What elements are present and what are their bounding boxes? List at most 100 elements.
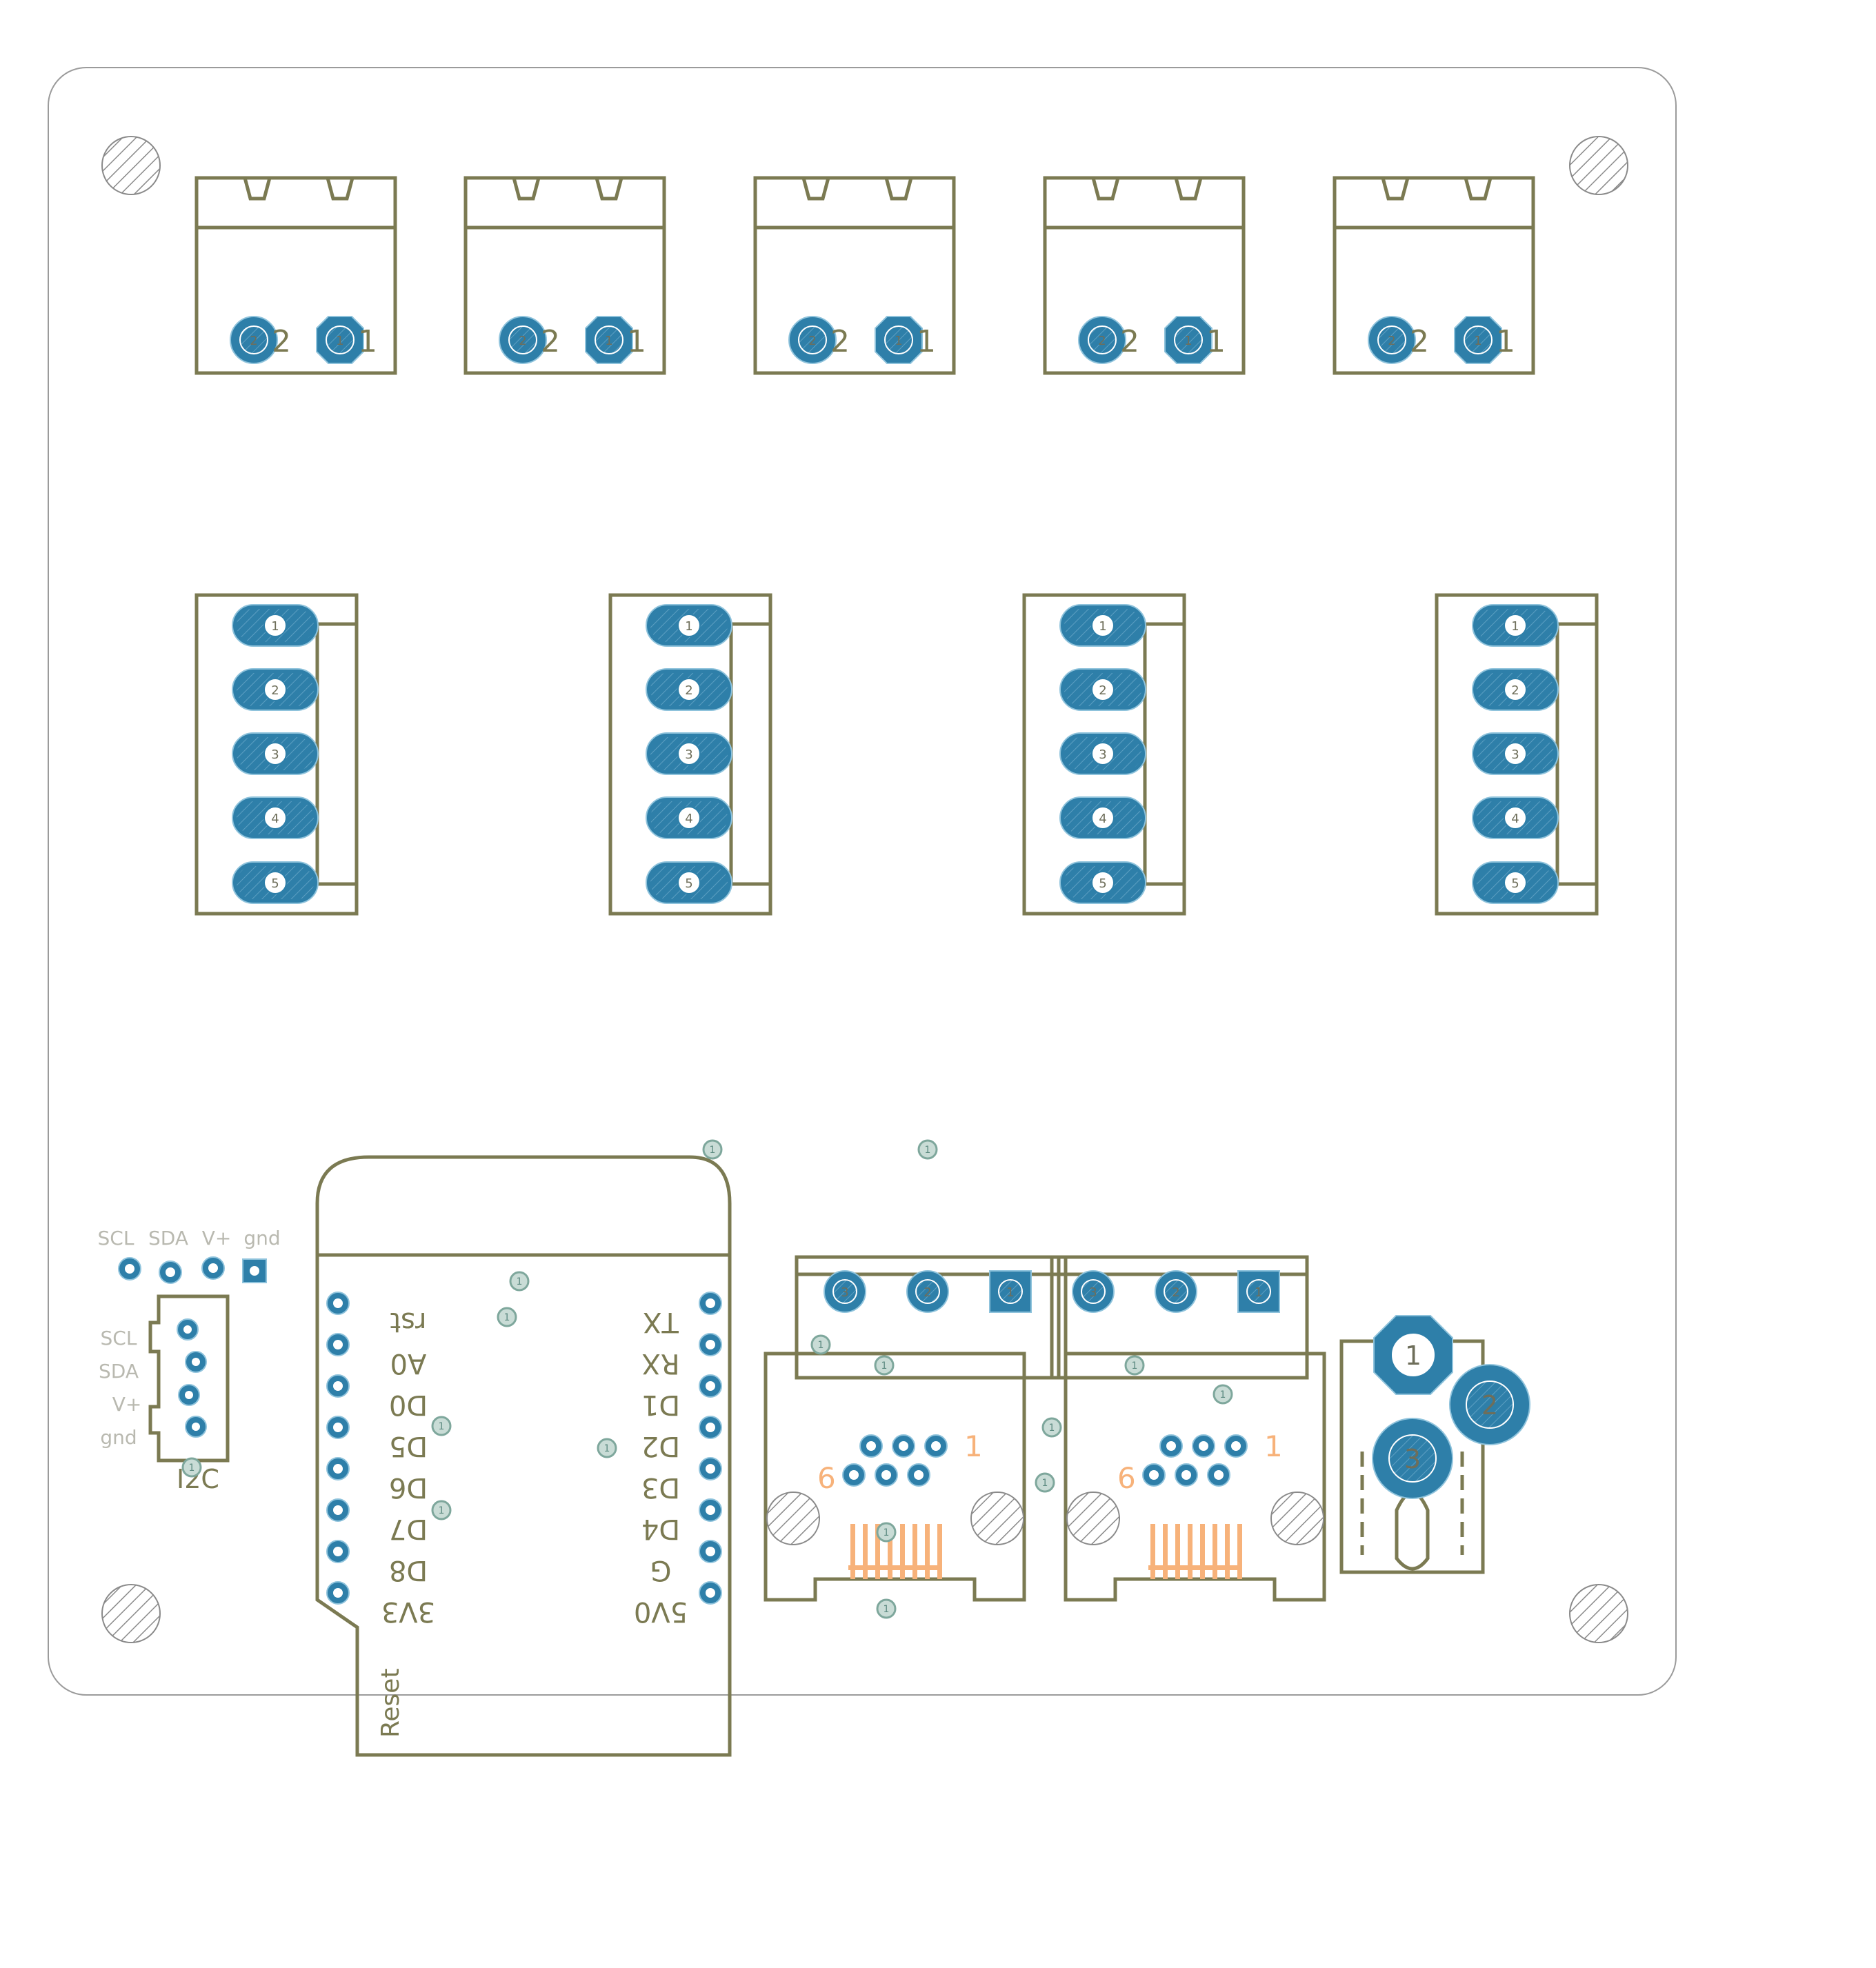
connector-5pin-pad-number: 5 — [1099, 876, 1106, 891]
via-label: 1 — [818, 1340, 824, 1351]
screw-terminal-pad-number: 2 — [924, 1285, 931, 1300]
terminal-2pin-1: 2 2 1 1 — [194, 176, 397, 375]
mcu-pin-label-right: D1 — [641, 1389, 680, 1420]
rj-connector-1: 16 — [764, 1352, 1026, 1602]
screw-terminal-right — [1057, 1255, 1309, 1380]
via-label: 1 — [439, 1505, 445, 1516]
mcu-pin-label-right: D2 — [641, 1430, 680, 1462]
terminal-2pin-pad-number: 2 — [250, 334, 257, 348]
rj-pin-label-1: 1 — [964, 1429, 983, 1463]
via — [876, 1598, 897, 1619]
i2c-label-vplus-side: V+ — [112, 1393, 142, 1416]
connector-5pin-pad-number: 5 — [1511, 876, 1519, 891]
via-label: 1 — [710, 1145, 716, 1156]
via — [876, 1522, 897, 1543]
mcu-pin-label-left: D6 — [389, 1472, 428, 1503]
via — [597, 1438, 617, 1458]
via — [1041, 1417, 1062, 1438]
connector-5pin-pad-number: 3 — [1511, 747, 1519, 762]
terminal-2pin-pad-number: 1 — [336, 334, 343, 348]
connector-5pin-pad-number: 2 — [1099, 683, 1106, 698]
i2c-label-vplus-top: V+ — [202, 1227, 232, 1249]
rj-mounting-hole — [1270, 1492, 1324, 1545]
board-outline — [48, 67, 1677, 1696]
terminal-2pin-pin-label: 1 — [627, 324, 646, 359]
via — [1124, 1355, 1145, 1376]
regulator-pad-1-label: 1 — [1405, 1341, 1421, 1371]
regulator: 1 2 3 — [1339, 1315, 1530, 1574]
mounting-holes — [101, 136, 1628, 1643]
screw-terminal-pad-number: 3 — [841, 1285, 848, 1300]
mounting-hole-top-right — [1569, 136, 1628, 195]
terminal-2pin-pin-label: 2 — [1410, 324, 1429, 359]
terminal-2pin-pin-label: 2 — [541, 324, 560, 359]
i2c-label-scl-side: SCL — [101, 1327, 137, 1349]
connector-5pin-pad-number: 4 — [1099, 812, 1106, 826]
connector-5pin-pad-number: 1 — [685, 619, 692, 634]
i2c-header: SCL SDA V+ gnd SCL SDA V+ gnd I2C — [98, 1227, 281, 1494]
terminal-2pin-pad-number: 2 — [808, 334, 816, 348]
via-label: 1 — [189, 1463, 195, 1474]
via — [917, 1139, 938, 1160]
rj-pin-label-6: 6 — [817, 1461, 836, 1495]
mcu-outline — [315, 1155, 732, 1255]
mcu-pin-label-left: D8 — [389, 1554, 428, 1586]
connector-5pin-pad-number: 4 — [271, 812, 279, 826]
terminal-2pin-pin-label: 2 — [830, 324, 850, 359]
mcu-reset-label: Reset — [377, 1668, 405, 1738]
connector-5pin-pad-number: 4 — [685, 812, 692, 826]
mcu-pin-label-left: 3V3 — [381, 1596, 435, 1627]
connector-5pin-pad-number: 3 — [1099, 747, 1106, 762]
rj-mounting-hole — [766, 1492, 820, 1545]
i2c-connector-outline — [148, 1294, 230, 1463]
via-label: 1 — [1220, 1389, 1226, 1400]
via-label: 1 — [925, 1145, 931, 1156]
mcu-pin-label-right: RX — [641, 1347, 679, 1379]
mcu-module: Reset — [315, 1155, 732, 1757]
via-label: 1 — [881, 1360, 888, 1372]
terminal-2pin-pin-label: 2 — [272, 324, 291, 359]
via-label: 1 — [1042, 1478, 1048, 1489]
i2c-pad-gnd — [242, 1258, 267, 1283]
via — [431, 1416, 452, 1436]
mcu-pin-label-left: rst — [390, 1306, 427, 1338]
terminal-2pin-pin-label: 2 — [1120, 324, 1139, 359]
terminal-2pin-pin-label: 1 — [358, 324, 377, 359]
connector-5pin-pad-number: 4 — [1511, 812, 1519, 826]
via-label: 1 — [504, 1312, 510, 1323]
mcu-pin-label-right: TX — [643, 1306, 679, 1338]
i2c-label-scl-top: SCL — [98, 1227, 134, 1249]
terminal-2pin-pin-label: 1 — [1496, 324, 1515, 359]
mcu-pin-label-right: D4 — [641, 1513, 680, 1545]
screw-terminal-pad-number: 1 — [1006, 1285, 1014, 1300]
terminal-2pin-pad-number: 1 — [605, 334, 612, 348]
via — [1035, 1472, 1055, 1493]
via-label: 1 — [884, 1527, 890, 1538]
terminal-2pin-pin-label: 1 — [1206, 324, 1226, 359]
via — [702, 1139, 723, 1160]
rj-connector-2: 16 — [1064, 1352, 1326, 1602]
mcu-pin-label-right: G — [650, 1554, 672, 1586]
mounting-hole-bottom-left — [101, 1584, 161, 1643]
regulator-pad-2-label: 2 — [1481, 1390, 1498, 1420]
via-label: 1 — [439, 1421, 445, 1432]
via-label: 1 — [1049, 1423, 1055, 1434]
via-label: 1 — [884, 1604, 890, 1615]
terminal-2pin-pad-number: 2 — [1388, 334, 1395, 348]
connector-5pin-pad-number: 2 — [685, 683, 692, 698]
rj-pin-label-6: 6 — [1117, 1461, 1136, 1495]
i2c-label-sda-top: SDA — [148, 1227, 188, 1249]
rj-pin-label-1: 1 — [1264, 1429, 1283, 1463]
terminal-2pin-pad-number: 1 — [895, 334, 902, 348]
